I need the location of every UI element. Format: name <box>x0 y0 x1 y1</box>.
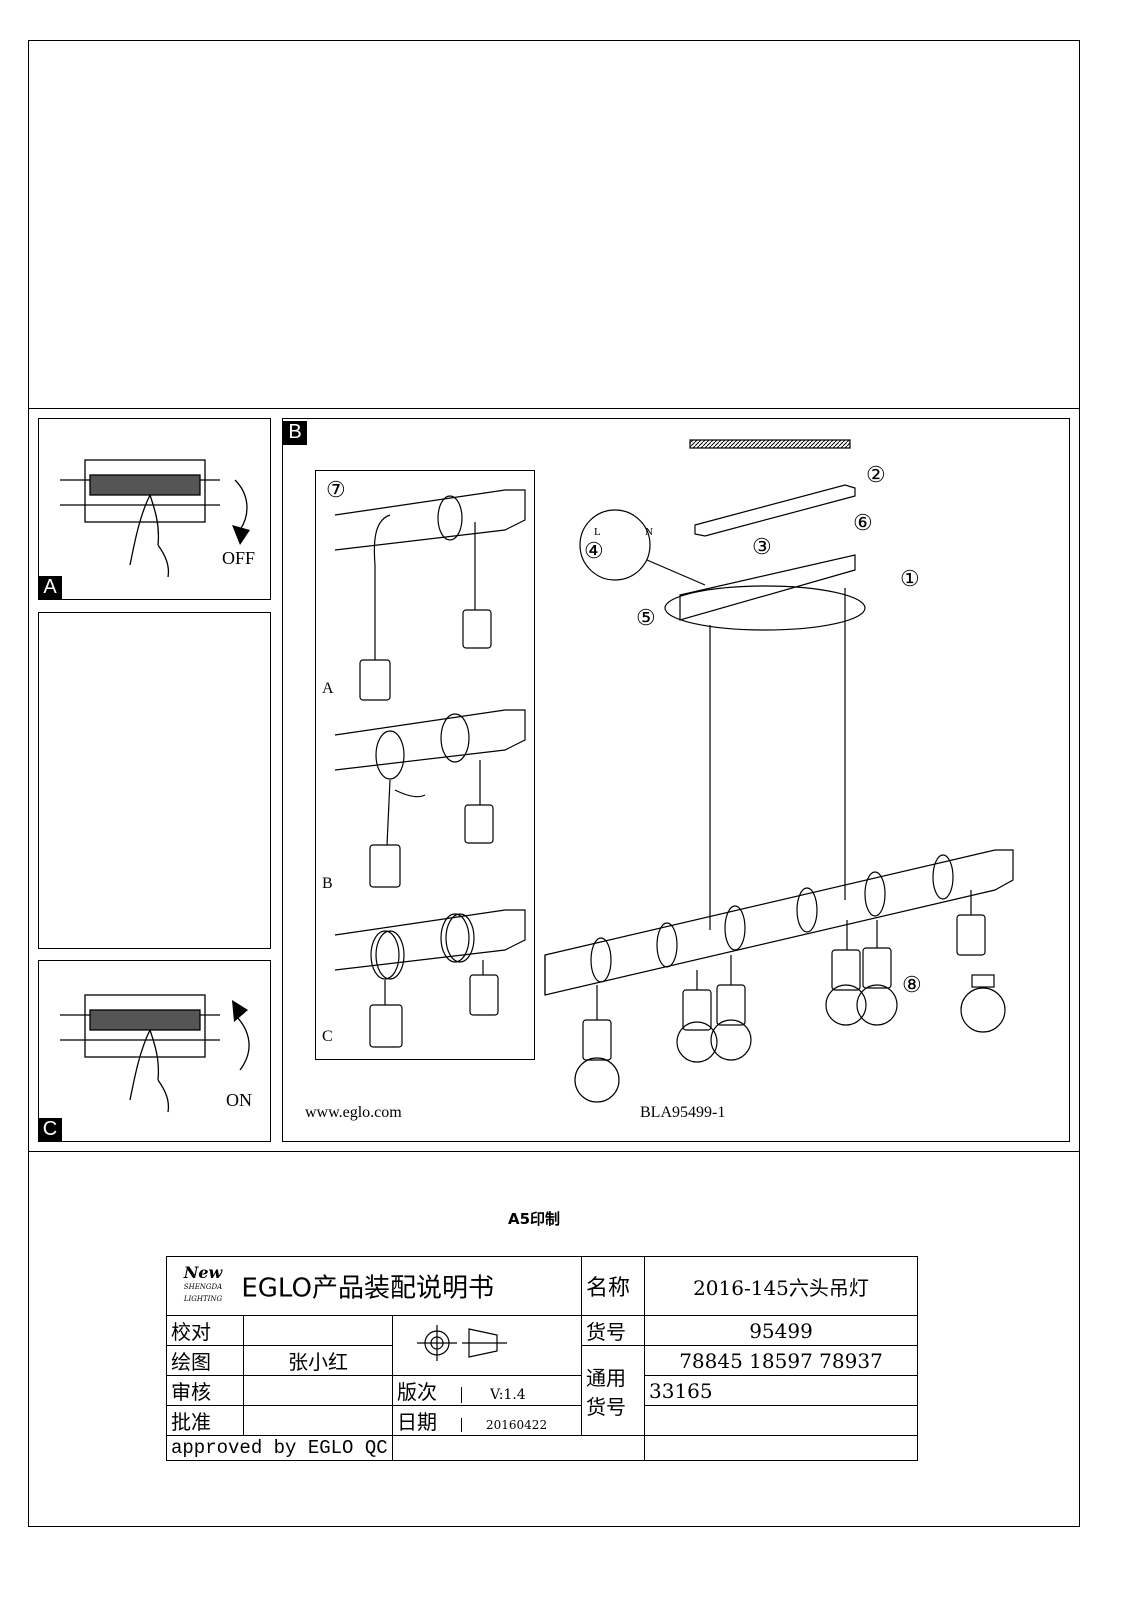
switch-on-label: ON <box>226 1090 252 1110</box>
name-label: 名称 <box>581 1256 645 1316</box>
general-value-2: 33165 <box>644 1375 918 1406</box>
check-label: 校对 <box>166 1315 244 1346</box>
panel-a <box>38 418 271 600</box>
website-text: www.eglo.com <box>305 1104 402 1121</box>
general-label: 通用货号 <box>581 1345 645 1436</box>
breaker-off-illustration <box>60 459 250 578</box>
review-label: 审核 <box>166 1375 244 1406</box>
title-cell: New SHENGDA LIGHTING EGLO产品装配说明书 <box>166 1256 582 1316</box>
inset-detail-illustration <box>334 489 526 1048</box>
logo-text: New <box>183 1263 223 1282</box>
page-frame <box>28 40 1080 1527</box>
drawer-name: 张小红 <box>243 1345 393 1376</box>
step-1-mark: ① <box>900 566 920 591</box>
approved-blank-2 <box>644 1435 918 1461</box>
projection-symbol <box>417 1325 507 1361</box>
date-value: 20160422 <box>461 1418 547 1432</box>
version-cell: 版次 V:1.4 <box>392 1375 582 1406</box>
logo-subtext: SHENGDA LIGHTING <box>183 1283 223 1303</box>
approve-value <box>243 1405 393 1436</box>
step-2-mark: ② <box>866 462 886 487</box>
logo-mark: New SHENGDA LIGHTING <box>171 1265 235 1305</box>
approved-by: approved by EGLO QC <box>166 1435 393 1461</box>
panel-c-label: C <box>38 1118 62 1142</box>
projection-symbol-cell <box>392 1315 582 1376</box>
divider-top <box>28 408 1080 409</box>
step-7-mark: ⑦ <box>326 477 346 502</box>
draw-label: 绘图 <box>166 1345 244 1376</box>
review-value <box>243 1375 393 1406</box>
inset-step-b: B <box>322 875 333 892</box>
inset-step-c: C <box>322 1028 333 1045</box>
step-8-mark: ⑧ <box>902 972 922 997</box>
breaker-on-illustration <box>60 994 250 1113</box>
item-label: 货号 <box>581 1315 645 1346</box>
step-3-mark: ③ <box>752 534 772 559</box>
version-value: V:1.4 <box>461 1387 526 1403</box>
drawing-code: BLA95499-1 <box>640 1104 726 1121</box>
terminal-n-label: N <box>645 526 653 538</box>
panel-b-label: B <box>283 421 307 445</box>
step-6-mark: ⑥ <box>853 510 873 535</box>
item-value: 95499 <box>644 1315 918 1346</box>
divider-bottom <box>28 1151 1080 1152</box>
assembly-illustration <box>544 439 1014 1103</box>
panel-b <box>282 418 1070 1142</box>
inset-detail-box <box>315 470 535 1060</box>
inset-step-a: A <box>322 680 334 697</box>
check-value <box>243 1315 393 1346</box>
title-block: New SHENGDA LIGHTING EGLO产品装配说明书 名称 2016… <box>166 1256 918 1461</box>
date-cell: 日期 20160422 <box>392 1405 582 1436</box>
approved-blank-1 <box>392 1435 645 1461</box>
document-title: EGLO产品装配说明书 <box>241 1273 494 1304</box>
print-note: A5印制 <box>508 1210 561 1228</box>
version-label: 版次 <box>397 1380 437 1404</box>
panel-a-label: A <box>38 576 62 600</box>
date-label: 日期 <box>397 1410 437 1434</box>
switch-off-label: OFF <box>222 548 256 568</box>
step-4-mark: ④ <box>584 538 604 563</box>
name-value: 2016-145六头吊灯 <box>644 1256 918 1316</box>
panel-c <box>38 960 271 1142</box>
approve-label: 批准 <box>166 1405 244 1436</box>
general-value-1: 78845 18597 78937 <box>644 1345 918 1376</box>
step-5-mark: ⑤ <box>636 605 656 630</box>
panel-blank <box>38 612 271 949</box>
terminal-l-label: L <box>594 526 601 538</box>
general-value-3 <box>644 1405 918 1436</box>
